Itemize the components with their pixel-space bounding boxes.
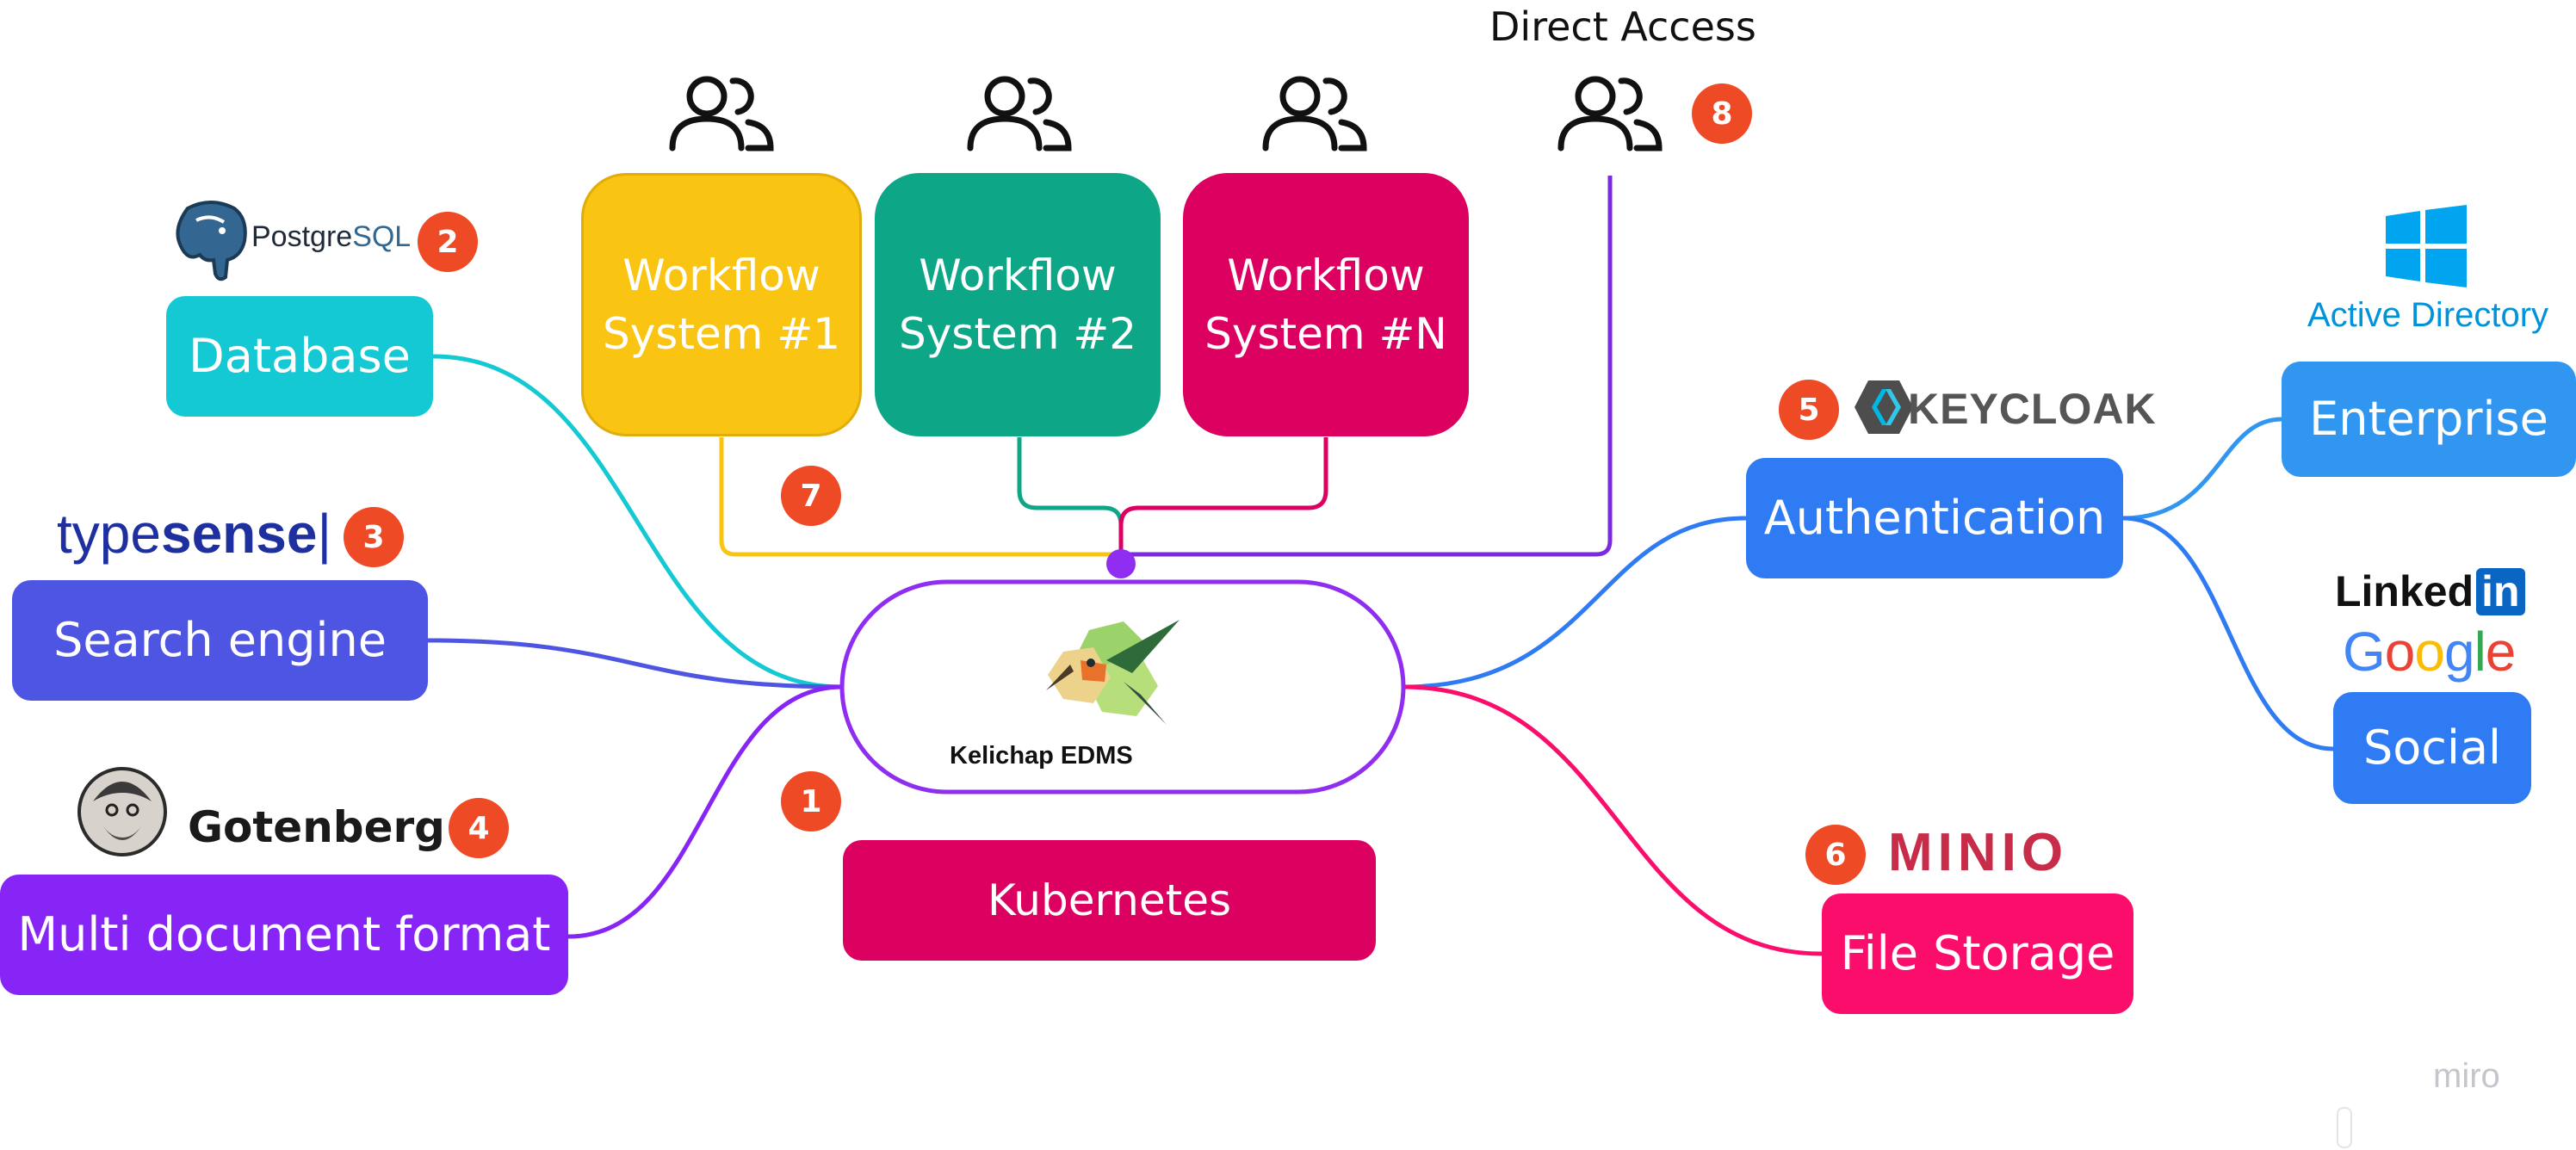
postgresql-logo-text: PostgreSQL bbox=[251, 220, 411, 254]
enterprise-node[interactable]: Enterprise bbox=[2282, 362, 2576, 477]
keycloak-logo-text: KEYCLOAK bbox=[1908, 385, 2157, 433]
social-node[interactable]: Social bbox=[2333, 692, 2531, 804]
database-node[interactable]: Database bbox=[166, 296, 433, 417]
workflow-system-1[interactable]: Workflow System #1 bbox=[581, 173, 862, 436]
active-directory-logo-text: Active Directory bbox=[2307, 296, 2549, 334]
minio-logo-text: MINIO bbox=[1888, 823, 2069, 882]
badge-document: 4 bbox=[449, 798, 509, 858]
kubernetes-node[interactable]: Kubernetes bbox=[843, 840, 1376, 961]
badge-auth: 5 bbox=[1779, 380, 1839, 440]
connector-workflow-2 bbox=[1017, 437, 1124, 560]
typesense-logo: typesense| bbox=[57, 502, 331, 566]
connector-social bbox=[2122, 516, 2334, 751]
authentication-node[interactable]: Authentication bbox=[1746, 458, 2123, 578]
connector-file-storage bbox=[1403, 684, 1823, 956]
connector-direct-access bbox=[1121, 176, 1613, 557]
users-icon bbox=[1557, 76, 1663, 151]
connector-search-engine bbox=[427, 638, 843, 689]
workflow-system-n[interactable]: Workflow System #N bbox=[1183, 173, 1469, 436]
gotenberg-avatar-icon bbox=[77, 767, 167, 856]
connector-enterprise bbox=[2122, 417, 2282, 521]
connector-database bbox=[432, 354, 843, 689]
multi-document-format-node[interactable]: Multi document format bbox=[0, 875, 568, 995]
search-engine-node[interactable]: Search engine bbox=[12, 580, 428, 701]
badge-database: 2 bbox=[418, 212, 478, 272]
workflow-system-2[interactable]: Workflow System #2 bbox=[875, 173, 1161, 436]
windows-icon bbox=[2386, 205, 2467, 288]
badge-direct: 8 bbox=[1692, 83, 1752, 144]
badge-storage: 6 bbox=[1805, 825, 1866, 885]
google-logo: Google bbox=[2343, 620, 2517, 683]
postgresql-elephant-icon bbox=[176, 201, 247, 281]
users-icon bbox=[669, 76, 774, 151]
badge-workflows: 7 bbox=[781, 466, 841, 526]
linkedin-logo-a: Linked bbox=[2335, 567, 2474, 615]
connector-junction bbox=[1106, 549, 1136, 578]
scroll-indicator bbox=[2337, 1107, 2352, 1148]
google-letter: e bbox=[2485, 621, 2517, 683]
gotenberg-logo-text: Gotenberg bbox=[188, 802, 445, 852]
connector-workflow-1 bbox=[719, 437, 1121, 557]
linkedin-in-icon: in bbox=[2476, 568, 2525, 615]
direct-access-label: Direct Access bbox=[1489, 3, 1756, 50]
google-letter: G bbox=[2343, 621, 2386, 683]
hummingbird-icon bbox=[1046, 620, 1180, 725]
google-letter: o bbox=[2414, 621, 2445, 683]
hub-label: Kelichap EDMS bbox=[950, 742, 1133, 770]
badge-search: 3 bbox=[344, 507, 404, 567]
connector-workflow-n bbox=[1118, 437, 1328, 560]
google-letter: l bbox=[2474, 621, 2486, 683]
google-letter: g bbox=[2443, 621, 2475, 683]
badge-kubernetes: 1 bbox=[781, 771, 841, 832]
typesense-logo-b: sense bbox=[160, 503, 318, 565]
users-icon bbox=[1262, 76, 1367, 151]
keycloak-icon bbox=[1855, 380, 1913, 434]
typesense-logo-a: type bbox=[57, 503, 161, 565]
connector-authentication bbox=[1403, 516, 1747, 689]
file-storage-node[interactable]: File Storage bbox=[1822, 893, 2133, 1014]
connector-multi-document bbox=[567, 684, 843, 939]
miro-watermark: miro bbox=[2433, 1057, 2500, 1095]
postgresql-logo-text-b: SQL bbox=[352, 220, 412, 253]
google-letter: o bbox=[2384, 621, 2416, 683]
users-icon bbox=[967, 76, 1072, 151]
typesense-cursor-icon: | bbox=[317, 503, 332, 565]
postgresql-logo-text-a: Postgre bbox=[251, 220, 353, 253]
